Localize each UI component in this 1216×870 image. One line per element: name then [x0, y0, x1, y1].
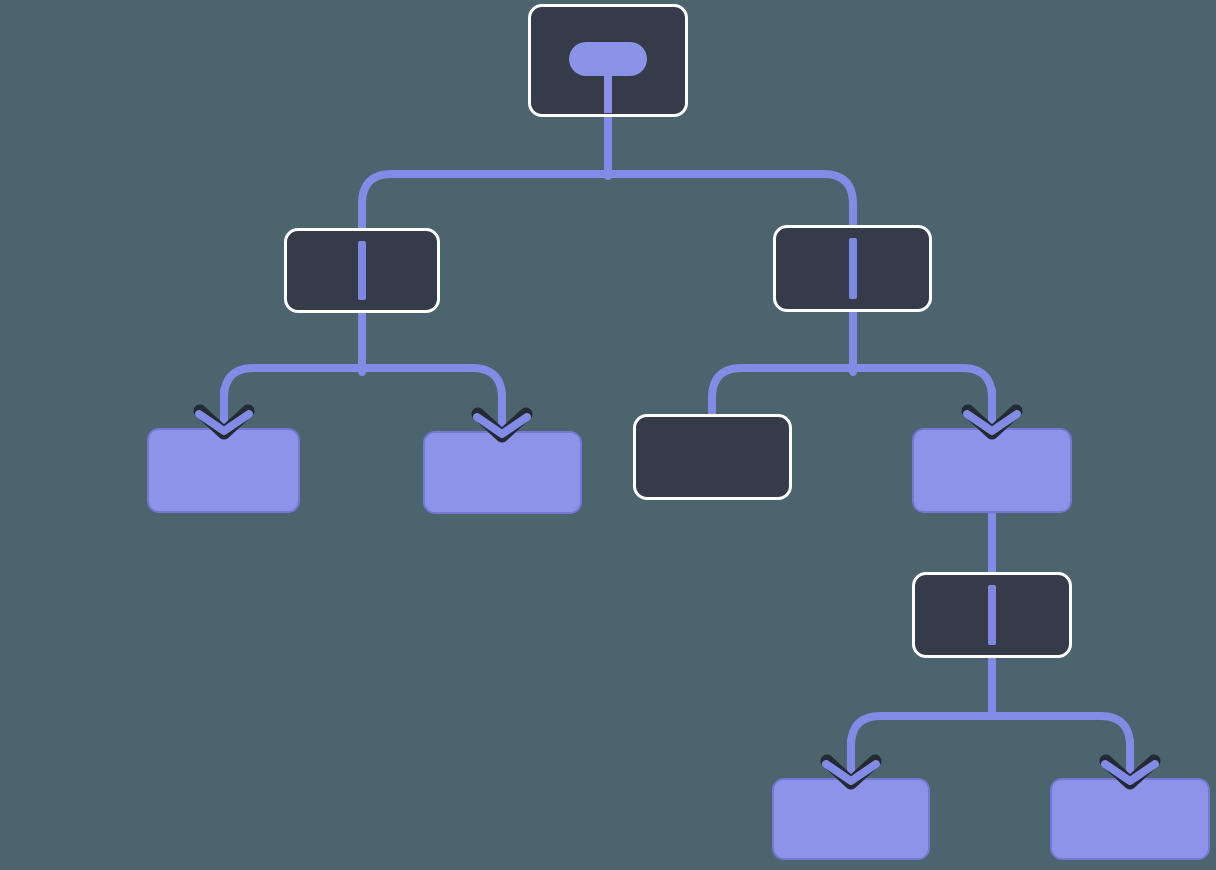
- edge-level3-branch: [847, 712, 1134, 762]
- root-pill-stem: [604, 73, 612, 113]
- node-branch-lower[interactable]: [912, 572, 1072, 658]
- node-leaf-4[interactable]: [1050, 778, 1210, 860]
- edge-level2-right-branch: [708, 364, 996, 422]
- pass-through-line-icon: [848, 238, 857, 299]
- arrow-down-icon: [1099, 736, 1161, 790]
- root-pill-icon: [569, 42, 647, 76]
- node-branch-left[interactable]: [284, 228, 440, 313]
- arrow-down-icon: [820, 736, 882, 790]
- node-root[interactable]: [528, 4, 688, 117]
- arrow-down-icon: [961, 386, 1023, 440]
- pass-through-line-icon: [358, 241, 366, 300]
- edge-level2-left-branch: [220, 364, 506, 418]
- node-branch-right[interactable]: [773, 225, 932, 312]
- node-leaf-1[interactable]: [147, 428, 300, 513]
- arrow-down-icon: [193, 386, 255, 440]
- node-right-child[interactable]: [912, 428, 1072, 513]
- node-dark-leaf[interactable]: [633, 414, 792, 500]
- edge-level1-branch: [358, 170, 857, 238]
- arrow-down-icon: [471, 389, 533, 443]
- pass-through-line-icon: [988, 585, 996, 645]
